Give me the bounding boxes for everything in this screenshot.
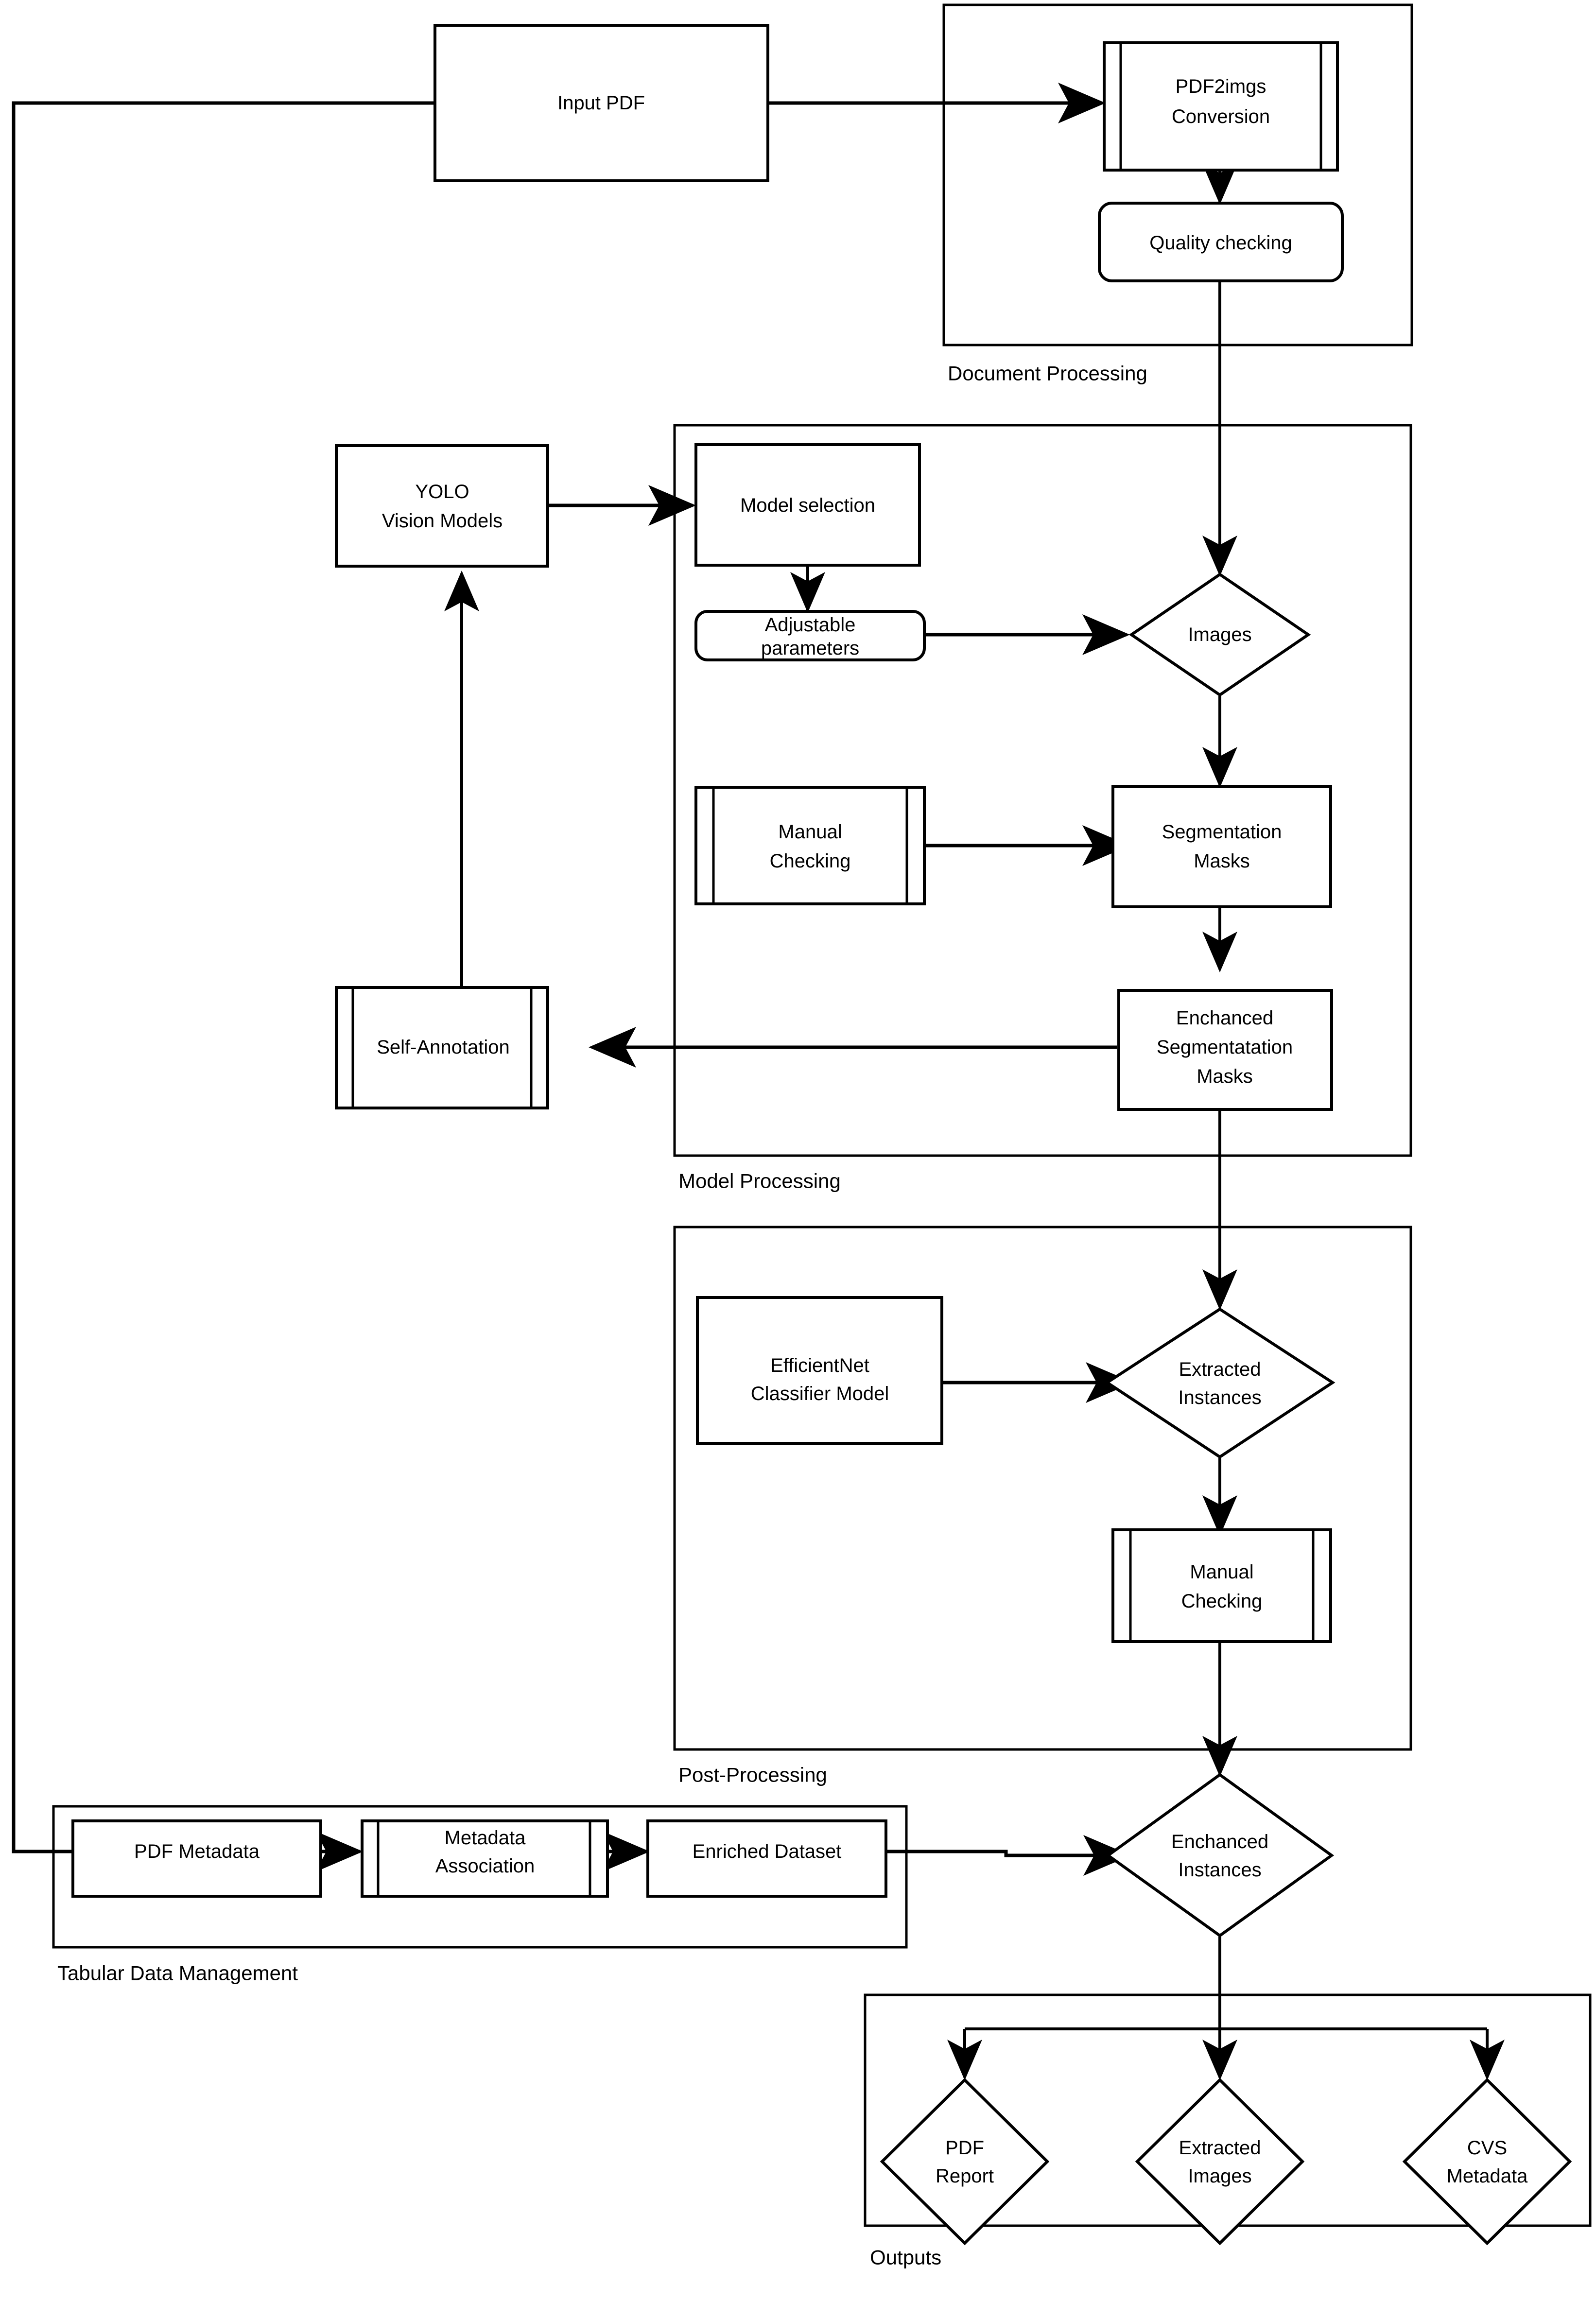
node-label-model-selection: Model selection: [740, 495, 875, 516]
node-enhanced-instances[interactable]: Enchanced Instances: [1105, 1773, 1335, 1938]
node-quality-checking[interactable]: Quality checking: [1098, 202, 1344, 282]
node-label-enhanced-seg-line2: Segmentatation: [1157, 1037, 1293, 1058]
node-pdf-report[interactable]: PDF Report: [880, 2077, 1050, 2246]
group-label-model-processing: Model Processing: [678, 1170, 841, 1193]
node-label-metadata-association-line2: Association: [435, 1855, 535, 1877]
node-input-pdf[interactable]: Input PDF: [434, 24, 769, 182]
node-label-yolo-line2: Vision Models: [382, 510, 503, 532]
node-label-enhanced-seg-line1: Enchanced: [1176, 1007, 1273, 1029]
node-label-manual-checking-model-line1: Manual: [778, 821, 842, 843]
node-label-adjustable-line1: Adjustable: [765, 614, 856, 636]
node-label-metadata-association-line1: Metadata: [445, 1827, 526, 1849]
edge-input-pdf-to-tabular-left: [12, 101, 434, 1853]
node-label-pdf-report-line2: Report: [936, 2165, 994, 2187]
node-label-pdf2imgs-line2: Conversion: [1172, 106, 1270, 127]
group-label-outputs: Outputs: [870, 2246, 941, 2269]
node-label-pdf2imgs-line1: PDF2imgs: [1176, 76, 1266, 97]
node-model-selection[interactable]: Model selection: [694, 443, 921, 567]
node-label-efficientnet-line2: Classifier Model: [751, 1383, 889, 1404]
group-label-post-processing: Post-Processing: [678, 1764, 827, 1786]
edge-enriched-dataset-to-enhanced-instances: [886, 1835, 1131, 1876]
node-label-enhanced-seg-line3: Masks: [1197, 1066, 1253, 1087]
node-label-enhanced-instances-line1: Enchanced: [1171, 1831, 1268, 1852]
node-label-enriched-dataset: Enriched Dataset: [693, 1841, 842, 1862]
node-manual-checking-post[interactable]: Manual Checking: [1111, 1528, 1332, 1643]
node-cvs-metadata[interactable]: CVS Metadata: [1402, 2077, 1572, 2246]
node-manual-checking-model[interactable]: Manual Checking: [694, 786, 926, 905]
node-label-enhanced-instances-line2: Instances: [1178, 1859, 1261, 1881]
node-label-pdf-metadata: PDF Metadata: [134, 1841, 260, 1862]
node-label-images: Images: [1188, 624, 1251, 645]
node-label-segmentation-masks-line1: Segmentation: [1162, 821, 1282, 843]
node-segmentation-masks[interactable]: Segmentation Masks: [1111, 785, 1332, 908]
node-self-annotation[interactable]: Self-Annotation: [335, 986, 549, 1109]
node-label-manual-checking-post-line2: Checking: [1181, 1591, 1263, 1612]
node-label-pdf-report-line1: PDF: [945, 2137, 984, 2159]
node-pdf2imgs-conversion[interactable]: PDF2imgs Conversion: [1103, 41, 1339, 172]
node-pdf-metadata[interactable]: PDF Metadata: [71, 1819, 322, 1898]
node-label-segmentation-masks-line2: Masks: [1194, 850, 1250, 872]
node-images[interactable]: Images: [1128, 572, 1311, 697]
node-enriched-dataset[interactable]: Enriched Dataset: [646, 1819, 887, 1898]
node-yolo-vision-models[interactable]: YOLO Vision Models: [335, 444, 549, 568]
node-extracted-instances[interactable]: Extracted Instances: [1104, 1307, 1336, 1459]
node-label-yolo-line1: YOLO: [415, 481, 469, 502]
node-label-extracted-instances-line1: Extracted: [1179, 1359, 1261, 1380]
node-label-extracted-images-line1: Extracted: [1179, 2137, 1261, 2159]
node-metadata-association[interactable]: Metadata Association: [361, 1819, 609, 1898]
node-label-efficientnet-line1: EfficientNet: [770, 1355, 869, 1376]
node-label-extracted-instances-line2: Instances: [1178, 1387, 1261, 1408]
node-label-cvs-metadata-line1: CVS: [1467, 2137, 1507, 2159]
node-label-manual-checking-post-line1: Manual: [1190, 1561, 1253, 1583]
node-label-self-annotation: Self-Annotation: [377, 1037, 510, 1058]
node-label-quality-checking: Quality checking: [1149, 232, 1292, 254]
node-label-manual-checking-model-line2: Checking: [770, 850, 851, 872]
node-efficientnet-classifier[interactable]: EfficientNet Classifier Model: [696, 1296, 943, 1445]
node-label-cvs-metadata-line2: Metadata: [1447, 2165, 1528, 2187]
node-enhanced-segmentation-masks[interactable]: Enchanced Segmentatation Masks: [1117, 989, 1333, 1111]
node-label-extracted-images-line2: Images: [1188, 2165, 1251, 2187]
node-label-adjustable-line2: parameters: [761, 638, 859, 659]
node-label-input-pdf: Input PDF: [557, 92, 645, 114]
group-label-tabular-data-management: Tabular Data Management: [57, 1962, 298, 1985]
node-adjustable-parameters[interactable]: Adjustable parameters: [694, 610, 926, 661]
group-label-document-processing: Document Processing: [948, 362, 1147, 385]
node-extracted-images[interactable]: Extracted Images: [1135, 2077, 1305, 2246]
